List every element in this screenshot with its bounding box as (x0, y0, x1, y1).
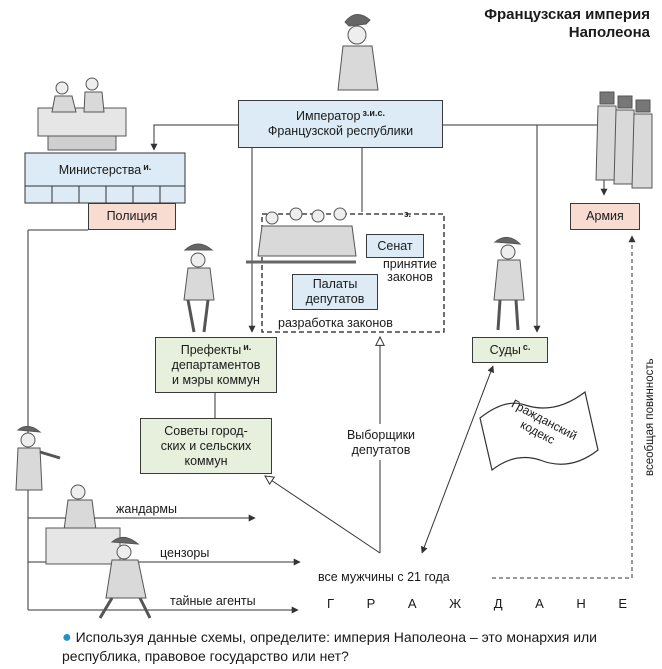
police-label: Полиция (106, 209, 158, 223)
citizens-letter: Ж (449, 596, 462, 611)
line-courts-citizens (420, 365, 495, 554)
line-conscription (492, 235, 636, 579)
figure-censor (45, 484, 121, 565)
senate-label: Сенат (377, 238, 413, 253)
title-line-2: Наполеона (568, 24, 650, 41)
prefects-line-3: и мэры коммун (172, 372, 260, 387)
gendarmes-label: жандармы (116, 502, 177, 516)
line-emperor-ministries (150, 124, 238, 151)
civil-code-flag (479, 390, 599, 472)
conscription-label: всеобщая повинность (644, 358, 656, 476)
citizens-letter: Д (493, 596, 503, 611)
courts-powers: с. (522, 341, 531, 352)
figure-officer (15, 426, 61, 491)
courts-label: Суды (489, 342, 521, 357)
line-citizens-councils (265, 476, 381, 554)
ministries-powers: и. (143, 161, 152, 172)
army-box: Армия (570, 203, 640, 230)
figure-prefect (183, 243, 215, 333)
prefects-line-2: департаментов (171, 357, 261, 372)
prefects-label: Префекты (180, 342, 242, 357)
citizens-letter: Р (366, 596, 376, 611)
army-label: Армия (586, 209, 624, 223)
agents-label: тайные агенты (170, 594, 256, 608)
senate-box: Сенат (366, 234, 424, 258)
legislature-powers: з. (404, 209, 411, 219)
emperor-powers: з.и.с. (362, 108, 385, 118)
councils-box: Советы город- ских и сельских коммун (140, 418, 272, 474)
censors-label: цензоры (160, 546, 210, 560)
chambers-label: Палаты депутатов (305, 277, 365, 306)
citizens-letter: А (535, 596, 544, 611)
chambers-box: Палаты депутатов (292, 274, 378, 310)
question-text: ● Используя данные схемы, определите: им… (62, 628, 654, 665)
citizens-letter: Е (618, 596, 627, 611)
men-21-label: все мужчины с 21 года (316, 570, 452, 585)
question-body: Используя данные схемы, определите: импе… (62, 629, 598, 664)
emperor-subtitle: Французской республики (267, 124, 414, 138)
figure-ministers-desk (37, 77, 127, 151)
electors-line-1: Выборщики (346, 428, 416, 442)
figure-agent (98, 537, 152, 619)
ministries-label: Министерства (58, 162, 142, 177)
police-box: Полиция (88, 203, 176, 230)
emperor-label: Император (296, 109, 361, 123)
bullet-icon: ● (62, 629, 72, 646)
figure-judge (493, 237, 525, 331)
line-emperor-army (443, 124, 608, 196)
councils-line-2: ских и сельских (160, 438, 252, 453)
prefects-powers: и. (243, 341, 252, 352)
electors-label: Выборщики депутатов (338, 428, 424, 458)
citizens-label: Г Р А Ж Д А Н Е (327, 596, 627, 611)
citizens-letter: Н (576, 596, 586, 611)
councils-line-1: Советы город- (164, 423, 248, 438)
electors-line-2: депутатов (351, 443, 411, 457)
legislature-frame (261, 213, 445, 333)
diagram-title: Французская империя Наполеона (484, 6, 650, 42)
figure-soldiers (595, 91, 653, 189)
councils-line-3: коммун (184, 453, 228, 468)
figure-deputies (246, 207, 357, 264)
citizens-letter: А (407, 596, 417, 611)
citizens-letter: Г (327, 596, 335, 611)
senate-role: принятие законов (382, 257, 438, 284)
chambers-role: разработка законов (278, 316, 393, 330)
title-line-1: Французская империя (484, 6, 650, 23)
figure-napoleon (337, 14, 379, 91)
